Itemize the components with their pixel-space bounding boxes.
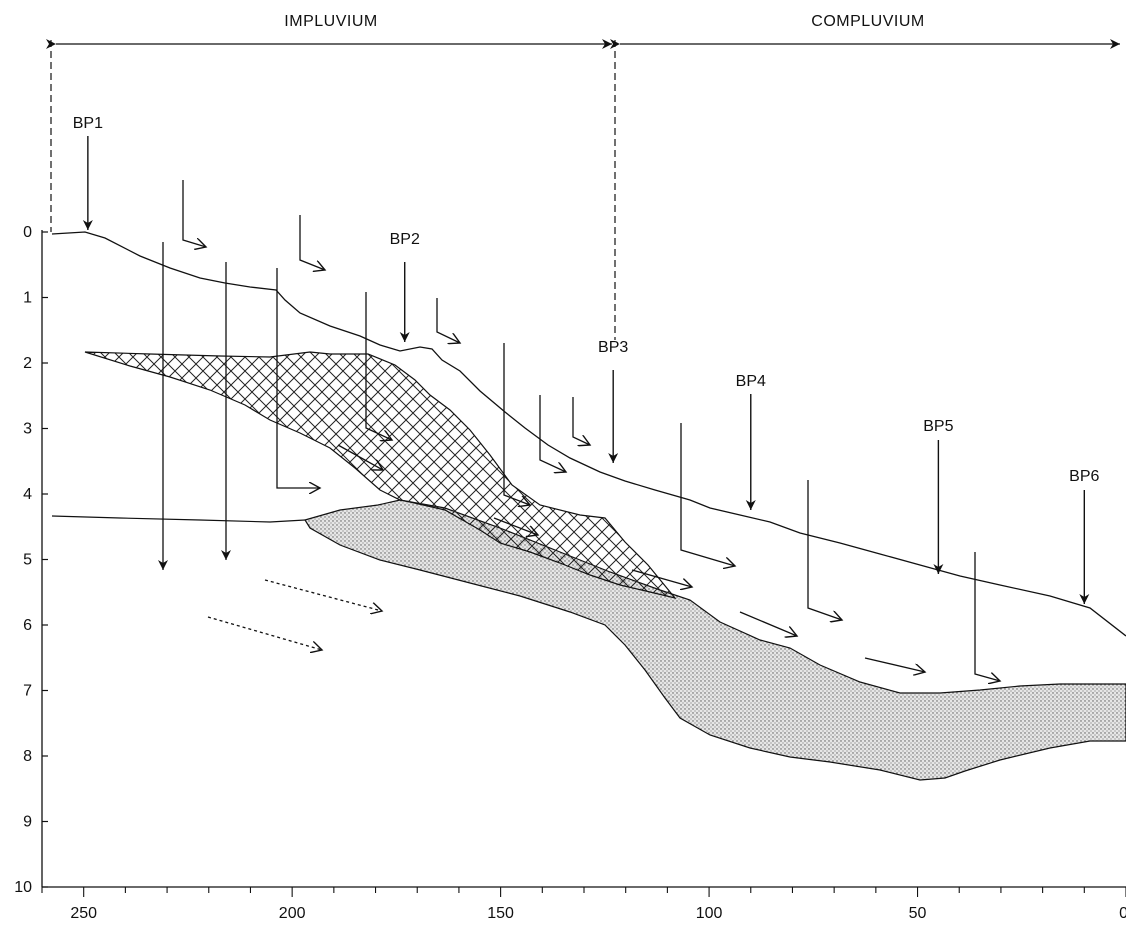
diagonal-flow-arrow <box>739 611 797 636</box>
y-axis-ticks: 0 1 2 3 4 5 6 7 8 9 10 <box>14 224 48 896</box>
y-tick-label: 1 <box>23 290 32 307</box>
x-tick-label: 150 <box>487 905 514 922</box>
y-tick-label: 6 <box>23 617 32 634</box>
impluvium-label: IMPLUVIUM <box>284 13 377 30</box>
y-tick-label: 5 <box>23 552 32 569</box>
bent-flow-arrow <box>182 180 206 247</box>
y-tick-label: 0 <box>23 224 32 241</box>
borehole-label: BP1 <box>73 115 103 132</box>
bent-flow-arrow <box>299 215 325 270</box>
y-tick-label: 7 <box>23 683 32 700</box>
borehole-label: BP5 <box>923 418 953 435</box>
borehole-label: BP4 <box>736 373 766 390</box>
bent-flow-arrow <box>276 268 320 488</box>
diagonal-flow-arrow <box>493 517 538 535</box>
dotted-flow-arrow <box>207 616 322 650</box>
stippled-layer <box>304 499 1126 781</box>
x-tick-label: 0 <box>1119 905 1126 922</box>
bent-flow-arrows <box>182 180 1000 681</box>
crosshatched-layer <box>84 351 677 599</box>
y-tick-label: 3 <box>23 421 32 438</box>
bent-flow-arrow <box>436 298 460 343</box>
y-tick-label: 9 <box>23 814 32 831</box>
bent-flow-arrow <box>974 552 1000 681</box>
compluvium-label: COMPLUVIUM <box>811 13 924 30</box>
vertical-infiltration-arrows <box>158 242 231 570</box>
bent-flow-arrow <box>539 395 566 472</box>
dotted-flow-arrows <box>207 579 382 650</box>
diagonal-flow-arrows <box>337 444 925 672</box>
borehole-label: BP2 <box>390 231 420 248</box>
borehole-label: BP6 <box>1069 468 1099 485</box>
x-axis-ticks: 250 200 150 100 50 0 <box>41 887 1126 922</box>
diagonal-flow-arrow <box>631 569 692 587</box>
y-tick-label: 10 <box>14 879 32 896</box>
ground-surface-line <box>51 231 1126 637</box>
x-tick-label: 250 <box>70 905 97 922</box>
x-tick-label: 200 <box>279 905 306 922</box>
bent-flow-arrow <box>365 292 392 440</box>
x-tick-label: 100 <box>696 905 723 922</box>
bent-flow-arrow <box>503 343 530 505</box>
diagonal-flow-arrow <box>864 657 925 672</box>
lower-boundary-line <box>51 515 306 523</box>
bent-flow-arrow <box>807 480 842 620</box>
y-tick-label: 4 <box>23 486 32 503</box>
bent-flow-arrow <box>680 423 735 566</box>
x-tick-label: 50 <box>909 905 927 922</box>
y-tick-label: 8 <box>23 748 32 765</box>
diagonal-flow-arrow <box>337 444 383 470</box>
y-tick-label: 2 <box>23 355 32 372</box>
borehole-label: BP3 <box>598 339 628 356</box>
bent-flow-arrow <box>572 397 590 445</box>
dotted-flow-arrow <box>264 579 382 611</box>
